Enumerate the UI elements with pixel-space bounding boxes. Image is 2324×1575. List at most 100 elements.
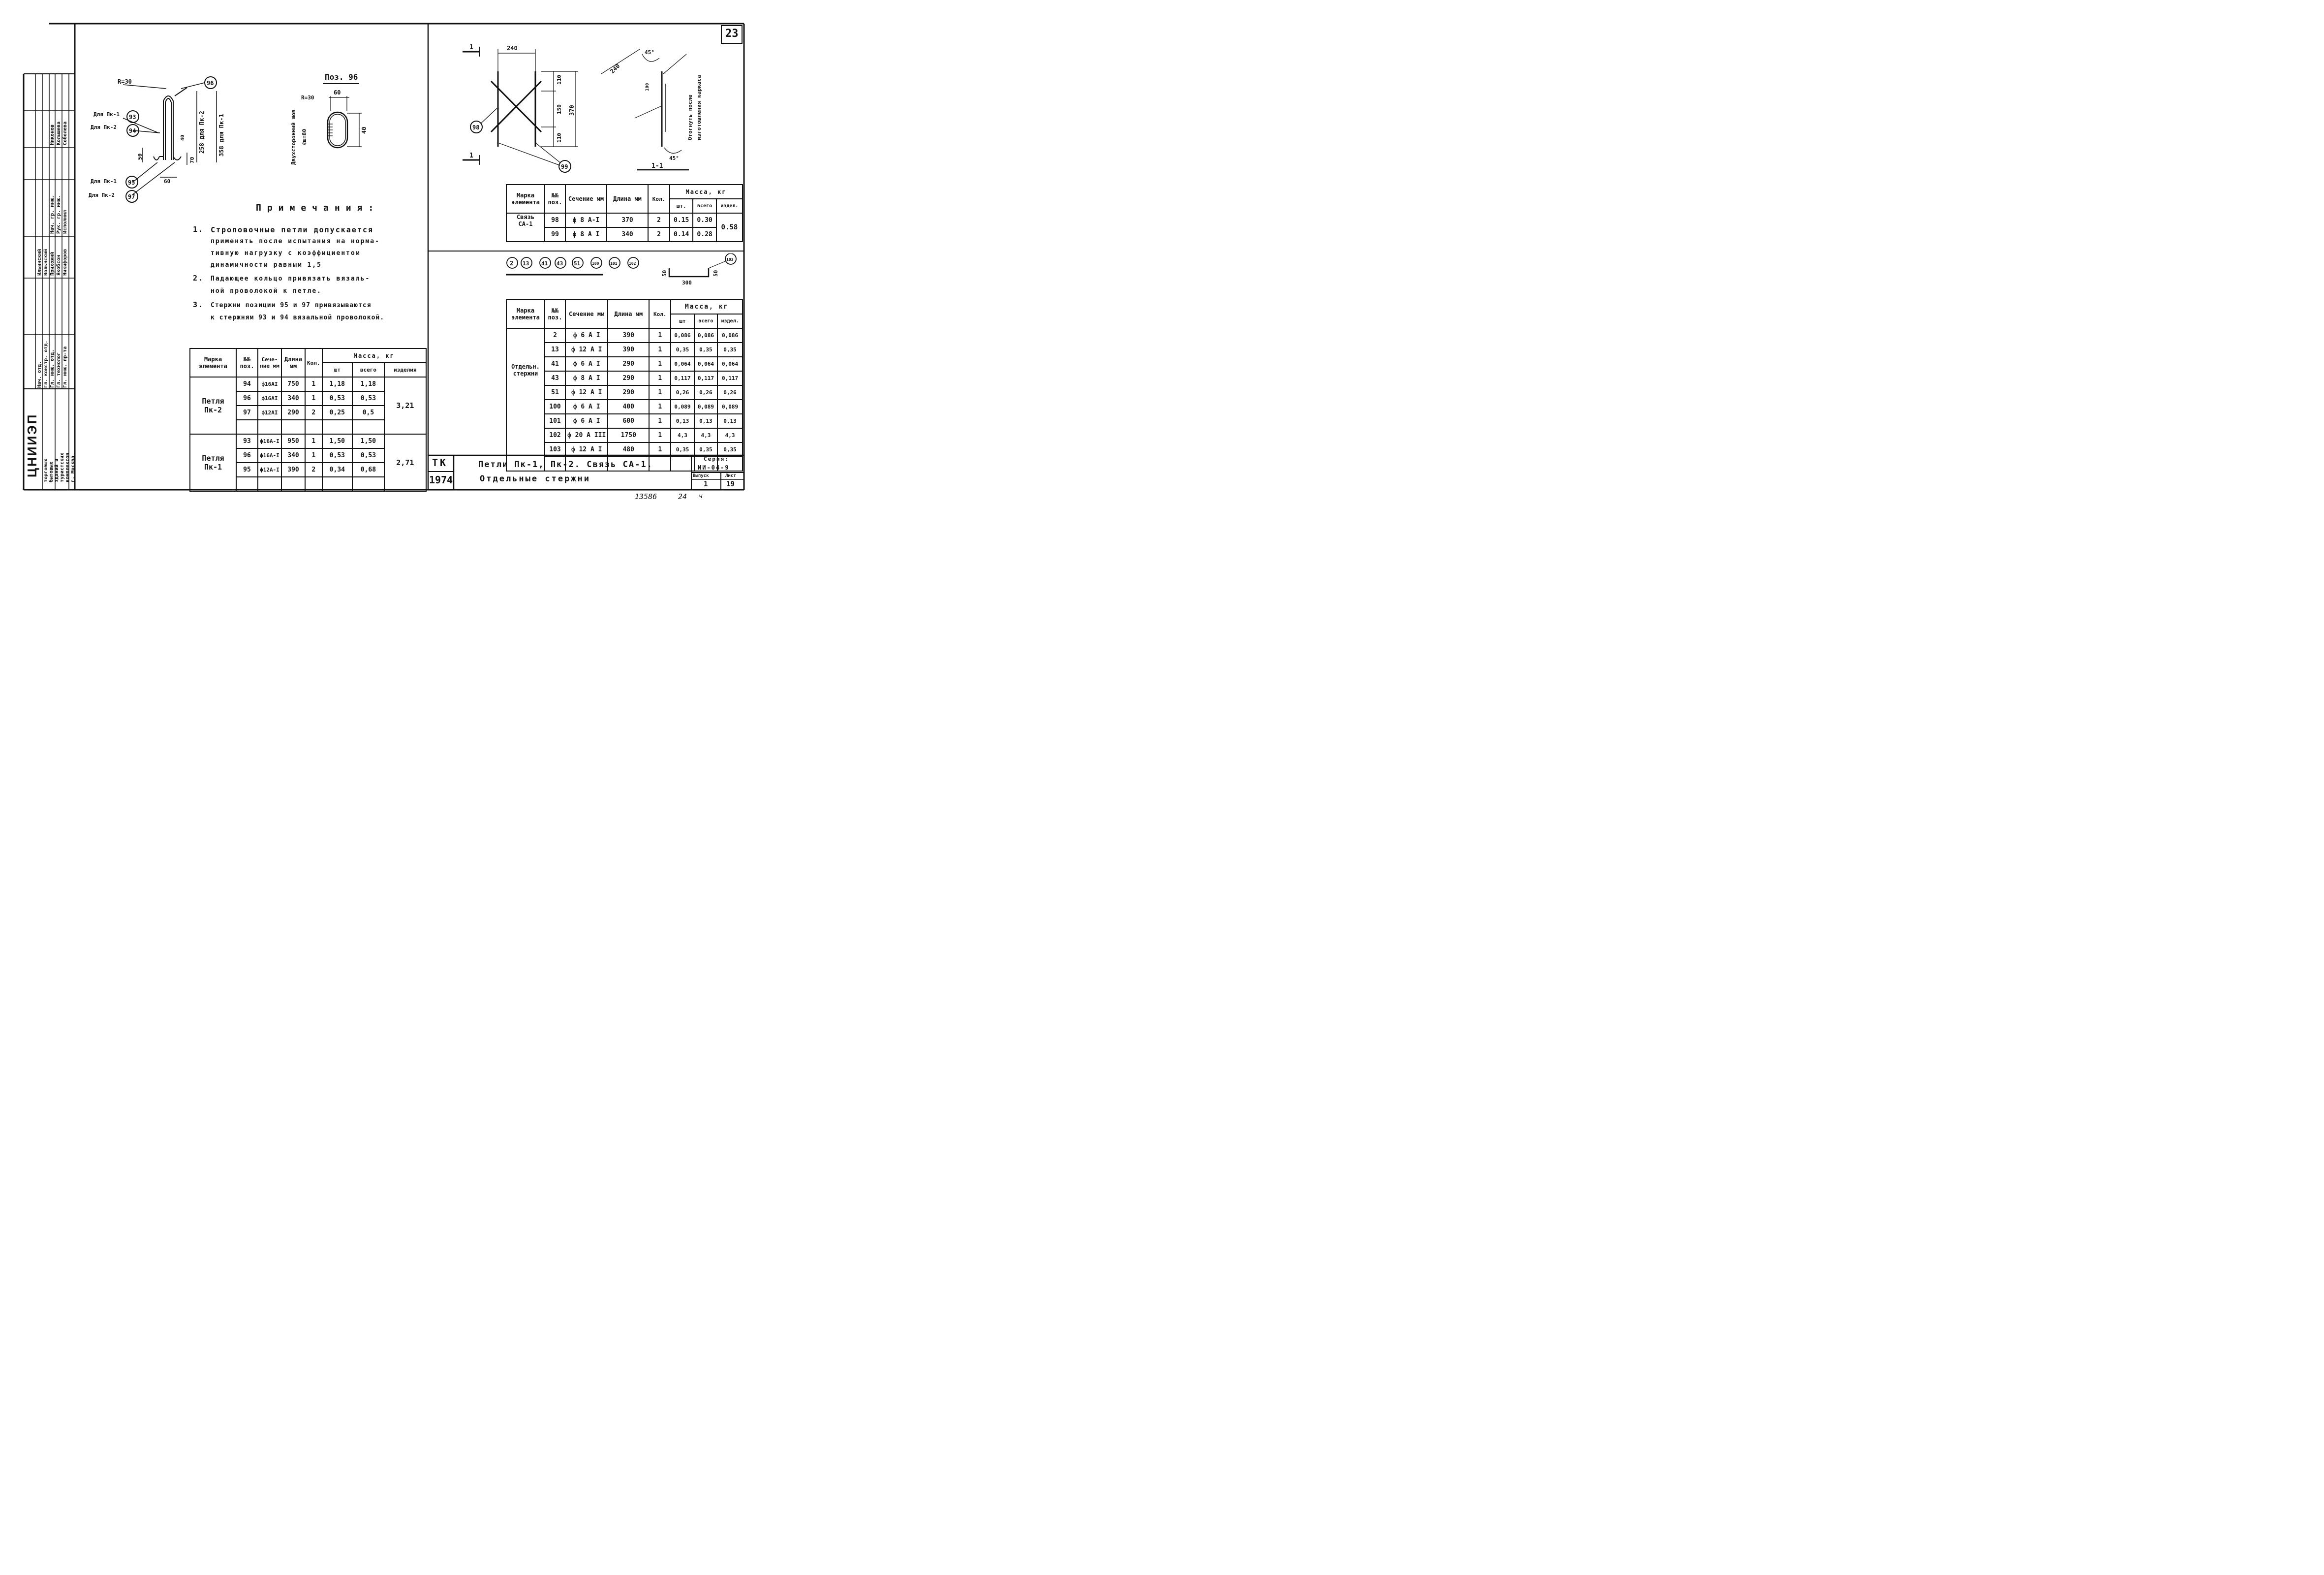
dim-110a: 110 (556, 75, 562, 85)
dim-370: 370 (568, 105, 575, 116)
table-row-empty (506, 456, 743, 472)
bend-note-2: изготовления каркаса (696, 75, 702, 140)
stamp-roles2: Нач. гр. инж. Рук. гр. инж. Исполнил (50, 195, 68, 234)
th-mass: Масса, кг (670, 299, 743, 315)
dim-100: 100 (645, 83, 650, 91)
th-total: всего (692, 198, 717, 214)
label-pk1b: Для Пк-1 (91, 178, 117, 185)
dim-240: 240 (507, 45, 518, 52)
th-total: всего (352, 362, 385, 378)
th-pos: №№ поз. (236, 348, 258, 378)
dim-110b: 110 (556, 133, 562, 143)
sheet-value: 19 (726, 480, 735, 488)
group-name: Связь СА-1 (506, 213, 545, 242)
group-total: 2,71 (383, 434, 427, 492)
loop-drawing: R=30 96 93 94 95 97 Для Пк-1 Для Пк-2 Дл… (89, 76, 225, 203)
group-name: Петля Пк-1 (189, 434, 237, 492)
table-loops: Марка элемента №№ поз. Сече-ние мм Длина… (189, 348, 427, 492)
th-pc: шт. (669, 198, 694, 214)
issue-value: 1 (704, 480, 708, 488)
bar-mark-13: 13 (523, 260, 529, 267)
table-row: Петля Пк-1 93 ф16А-I 950 1 1,50 1,50 2,7… (189, 434, 427, 492)
mark-94: 94 (129, 127, 136, 134)
th-length: Длина мм (281, 348, 306, 378)
th-mark: Марка элемента (189, 348, 237, 378)
th-mass: Масса, кг (321, 348, 427, 363)
pos96-title: Поз. 96 (325, 72, 358, 82)
group-name: Петля Пк-2 (189, 377, 237, 435)
bar-mark-41: 41 (541, 260, 548, 267)
th-qty: Кол. (648, 184, 670, 214)
series-value: ИИ-04-9 (698, 464, 730, 471)
bottom-sign: ч (699, 493, 703, 500)
org-sub: торговых бытовых зданий и туристских ком… (43, 452, 76, 482)
bend-note-1: Отогнуть после (687, 94, 693, 140)
mark-98: 98 (472, 124, 479, 131)
bottom-num: 24 (678, 492, 687, 501)
weld-length: ℓш=80 (301, 129, 308, 145)
org-name: ЦНИИЭП (25, 413, 39, 477)
dim-50: 50 (137, 154, 143, 160)
dim-150: 150 (556, 104, 562, 114)
table-row-empty (190, 476, 426, 492)
angle-45b: 45° (669, 155, 679, 161)
th-mass: Масса, кг (669, 184, 743, 199)
dim-258: 258 для Пк-2 (198, 111, 205, 154)
title-line-2: Отдельные стержни (480, 474, 590, 484)
th-mark: Марка элемента (506, 184, 545, 214)
th-total: всего (693, 314, 718, 329)
stamp-names2: Никонов Колышева Соболева (50, 121, 68, 145)
bar-mark-2: 2 (510, 260, 513, 267)
th-length: Длина мм (606, 184, 649, 214)
sheet-label: Лист (725, 473, 736, 478)
label-pk2: Для Пк-2 (91, 124, 117, 130)
group-name: Отдельн. стержни (506, 328, 545, 472)
title-line-1: Петли Пк-1, Пк-2. Связь СА-1. (478, 460, 653, 470)
bar-mark-102: 102 (629, 261, 636, 266)
angle-45a: 45° (645, 49, 654, 56)
notes-list: 1. Строповочные петли допускается примен… (193, 224, 424, 324)
dim-70: 70 (189, 157, 195, 163)
notes-title: Примечания: (256, 203, 380, 213)
bottom-note: 13586 (635, 492, 657, 501)
th-length: Длина мм (607, 299, 650, 329)
group-total: 0.58 (715, 213, 744, 242)
th-pos: №№ поз. (544, 184, 566, 214)
mark-93: 93 (129, 114, 136, 121)
table-row: 97 ф12АI 290 2 0,25 0,5 (190, 405, 426, 420)
sheet-number: 23 (725, 28, 739, 40)
issue-label: Выпуск (693, 473, 709, 478)
table-row: 95 ф12А-I 390 2 0,34 0,68 (190, 462, 426, 477)
section-label: 1-1 (651, 162, 663, 170)
table-ca1: Марка элемента №№ поз. Сечение мм Длина … (506, 184, 744, 242)
section-mark-top: 1 (469, 44, 473, 51)
note-1: 1. Строповочные петли допускается примен… (193, 225, 380, 269)
r-label: R=30 (118, 78, 132, 85)
th-item: изделия (383, 362, 427, 378)
dim-240b: 240 (609, 63, 621, 75)
pos96-r: R=30 (301, 94, 314, 101)
table-row-empty (190, 419, 426, 435)
year-label: 1974 (429, 474, 453, 486)
series-label: Серия: (704, 456, 729, 462)
bar-mark-103: 103 (726, 257, 734, 262)
ca1-drawing: 240 110 150 110 370 240 45° 45° 100 1 1 … (463, 44, 702, 173)
th-qty: Кол. (305, 348, 323, 378)
bar-mark-51: 51 (574, 260, 581, 267)
note-3: 3. Стержни позиции 95 и 97 привязываются… (193, 300, 385, 321)
stamp-roles: Нач. отд. Гл. констр. отд. Гл. инж. отд.… (37, 340, 68, 388)
note-2: 2. Падающее кольцо привязать вязаль- ной… (193, 274, 371, 295)
stamp-names: Ильинский Вольнский Прихожий Якобсон Ник… (37, 249, 68, 276)
table-row: Связь СА-1 98 ф 8 А-I 370 2 0.15 0.30 0.… (506, 213, 744, 242)
mark-97: 97 (128, 193, 135, 200)
pos96-dim-60: 60 (334, 89, 341, 96)
label-pk1: Для Пк-1 (93, 111, 120, 118)
weld-label: Двухсторонний шов (290, 109, 297, 165)
table-row: 96 ф16А-I 340 1 0,53 0,53 (190, 448, 426, 463)
